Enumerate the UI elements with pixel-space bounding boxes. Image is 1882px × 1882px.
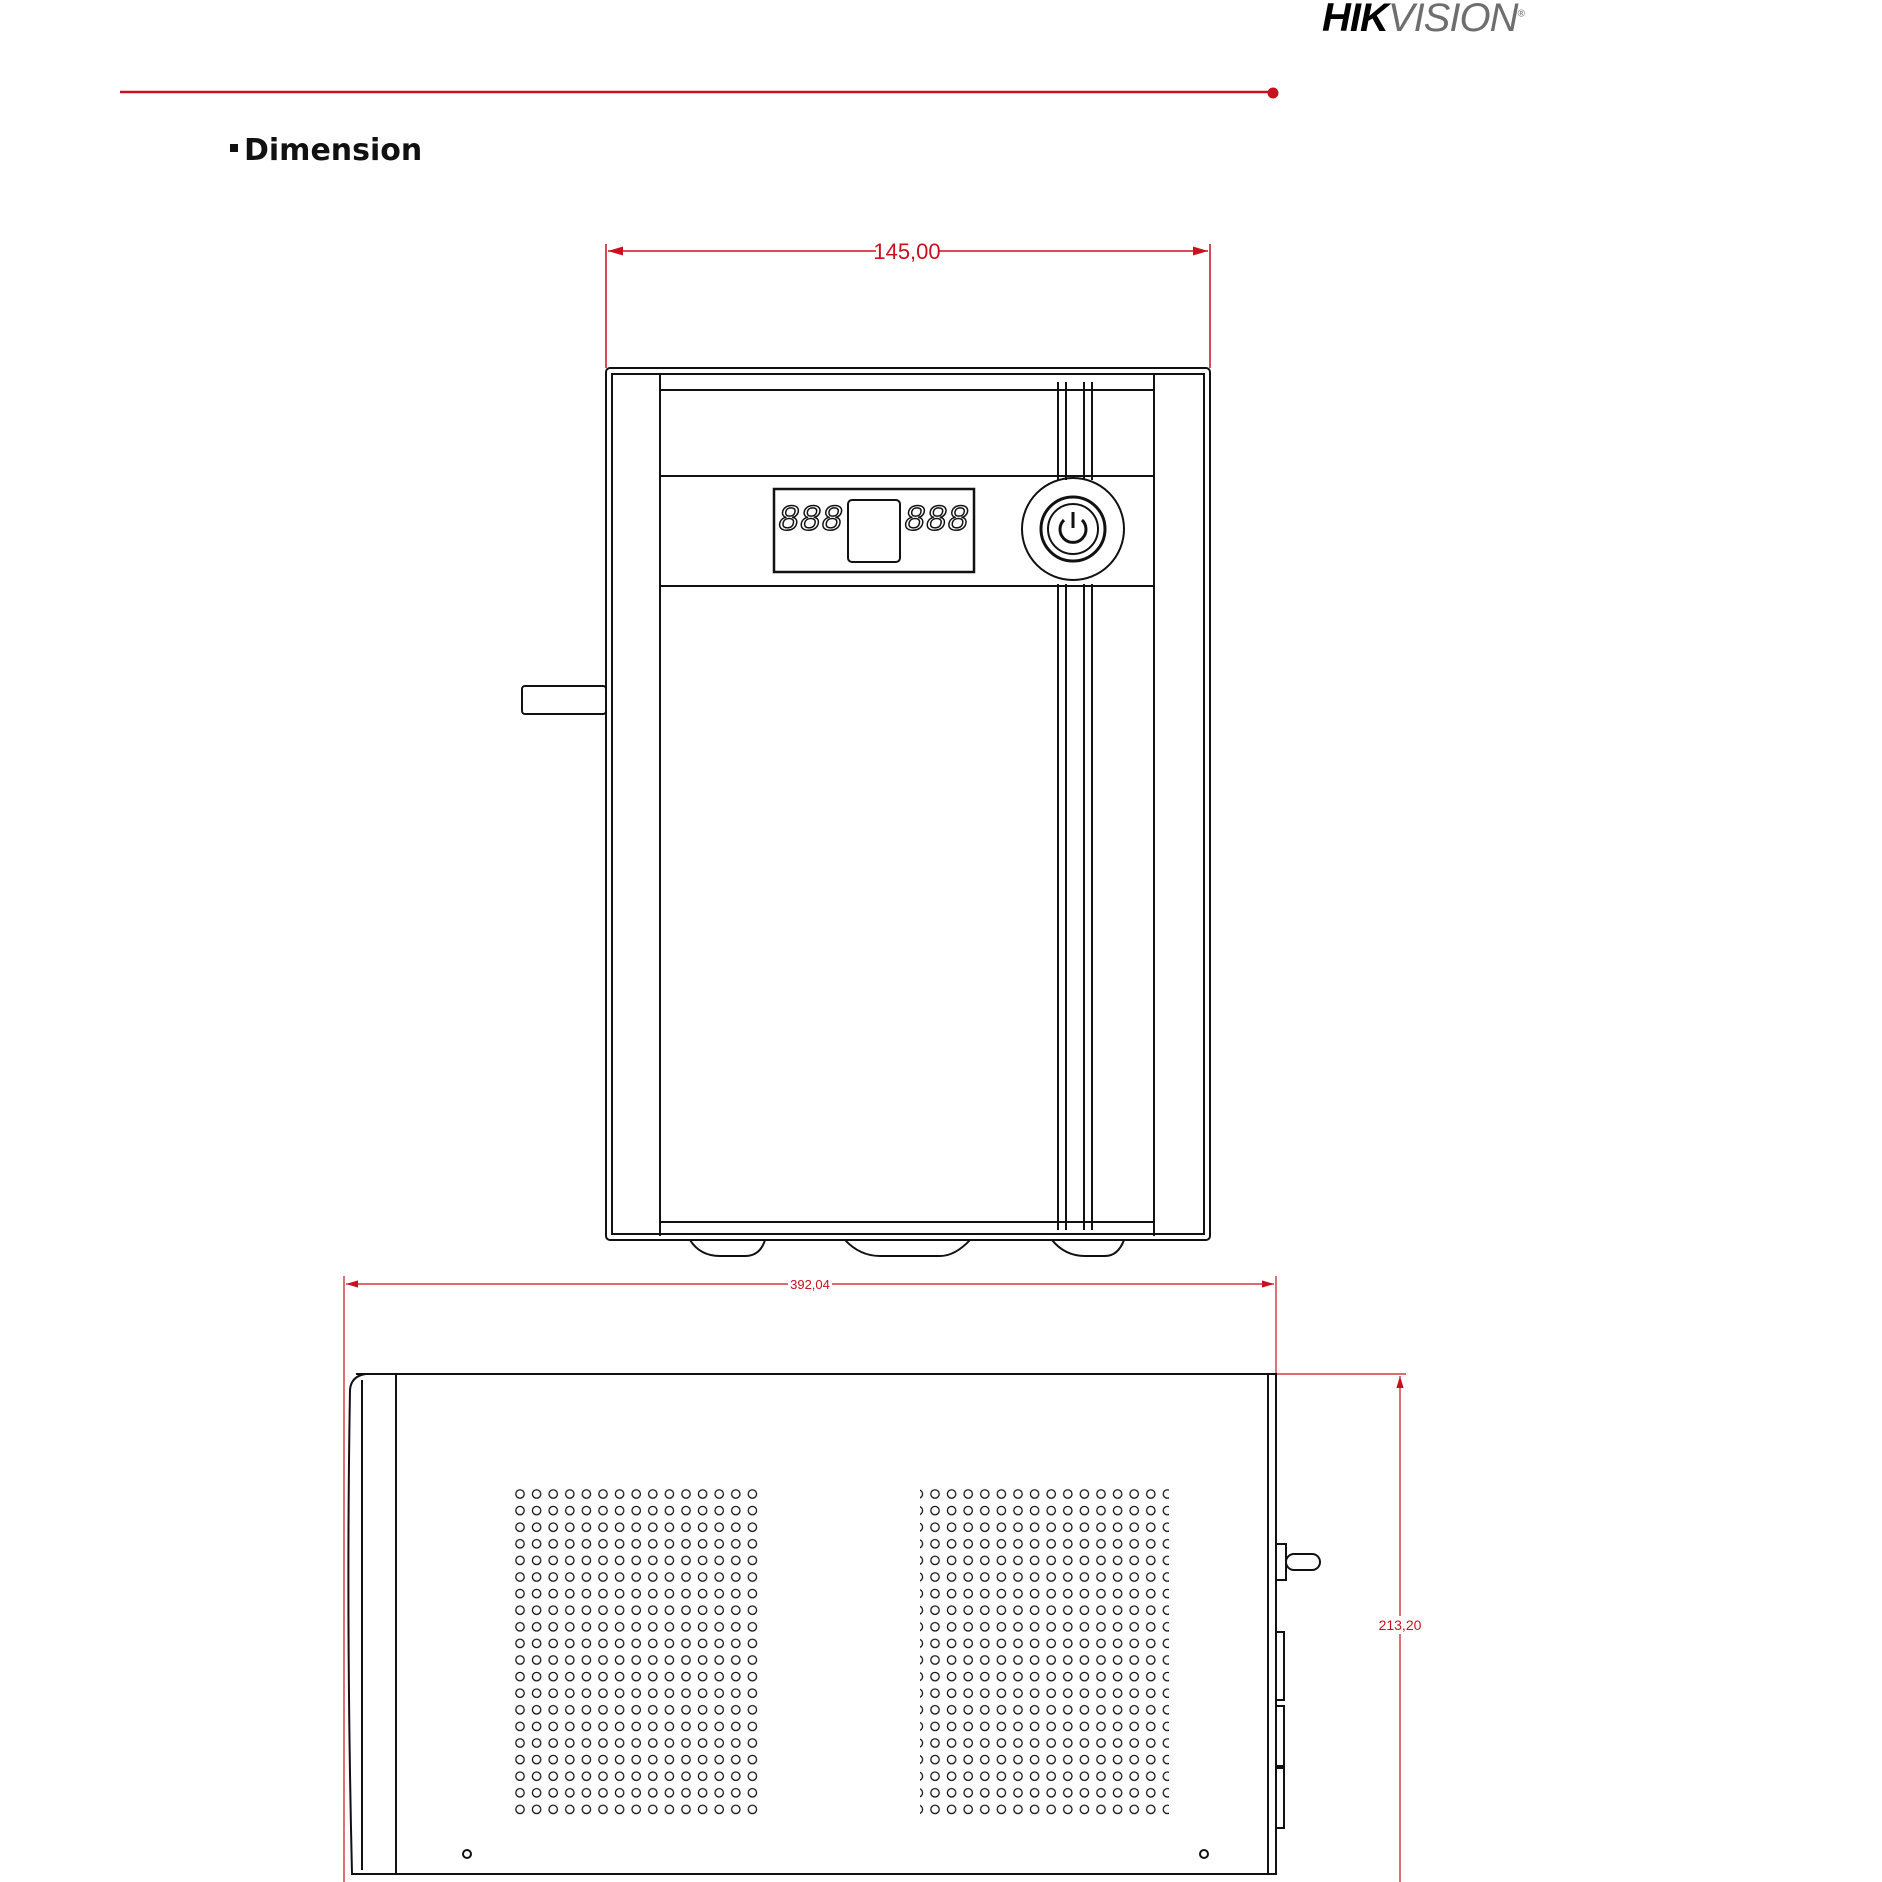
width-label: 145,00 [873,239,940,264]
lcd-display [772,487,976,574]
side-view [347,1373,1321,1875]
logo-vision: VISION [1387,0,1519,40]
hikvision-logo: HIKVISION® [1322,0,1525,41]
section-title: Dimension [230,133,422,168]
power-button [1039,495,1107,563]
svg-text:888: 888 [778,500,843,541]
height-label: 213,20 [1379,1617,1422,1633]
vent-grille-left [512,1486,761,1818]
header-rule [120,87,1279,99]
registered-mark: ® [1517,8,1524,20]
length-label: 392,04 [790,1277,830,1292]
vent-grille-right [920,1486,1169,1818]
power-icon [1058,518,1088,544]
length-dimension [343,1276,1277,1882]
logo-hik: HIK [1322,0,1389,40]
front-view: 888 888 [521,367,1211,1257]
height-dimension [1276,1373,1420,1882]
section-title-text: Dimension [244,133,423,168]
bullet-icon [230,143,238,152]
svg-text:888: 888 [904,500,969,541]
power-bezel [1021,477,1125,581]
rear-connector [1285,1553,1321,1571]
width-dimension [605,238,1211,368]
rear-port [1275,1543,1287,1581]
